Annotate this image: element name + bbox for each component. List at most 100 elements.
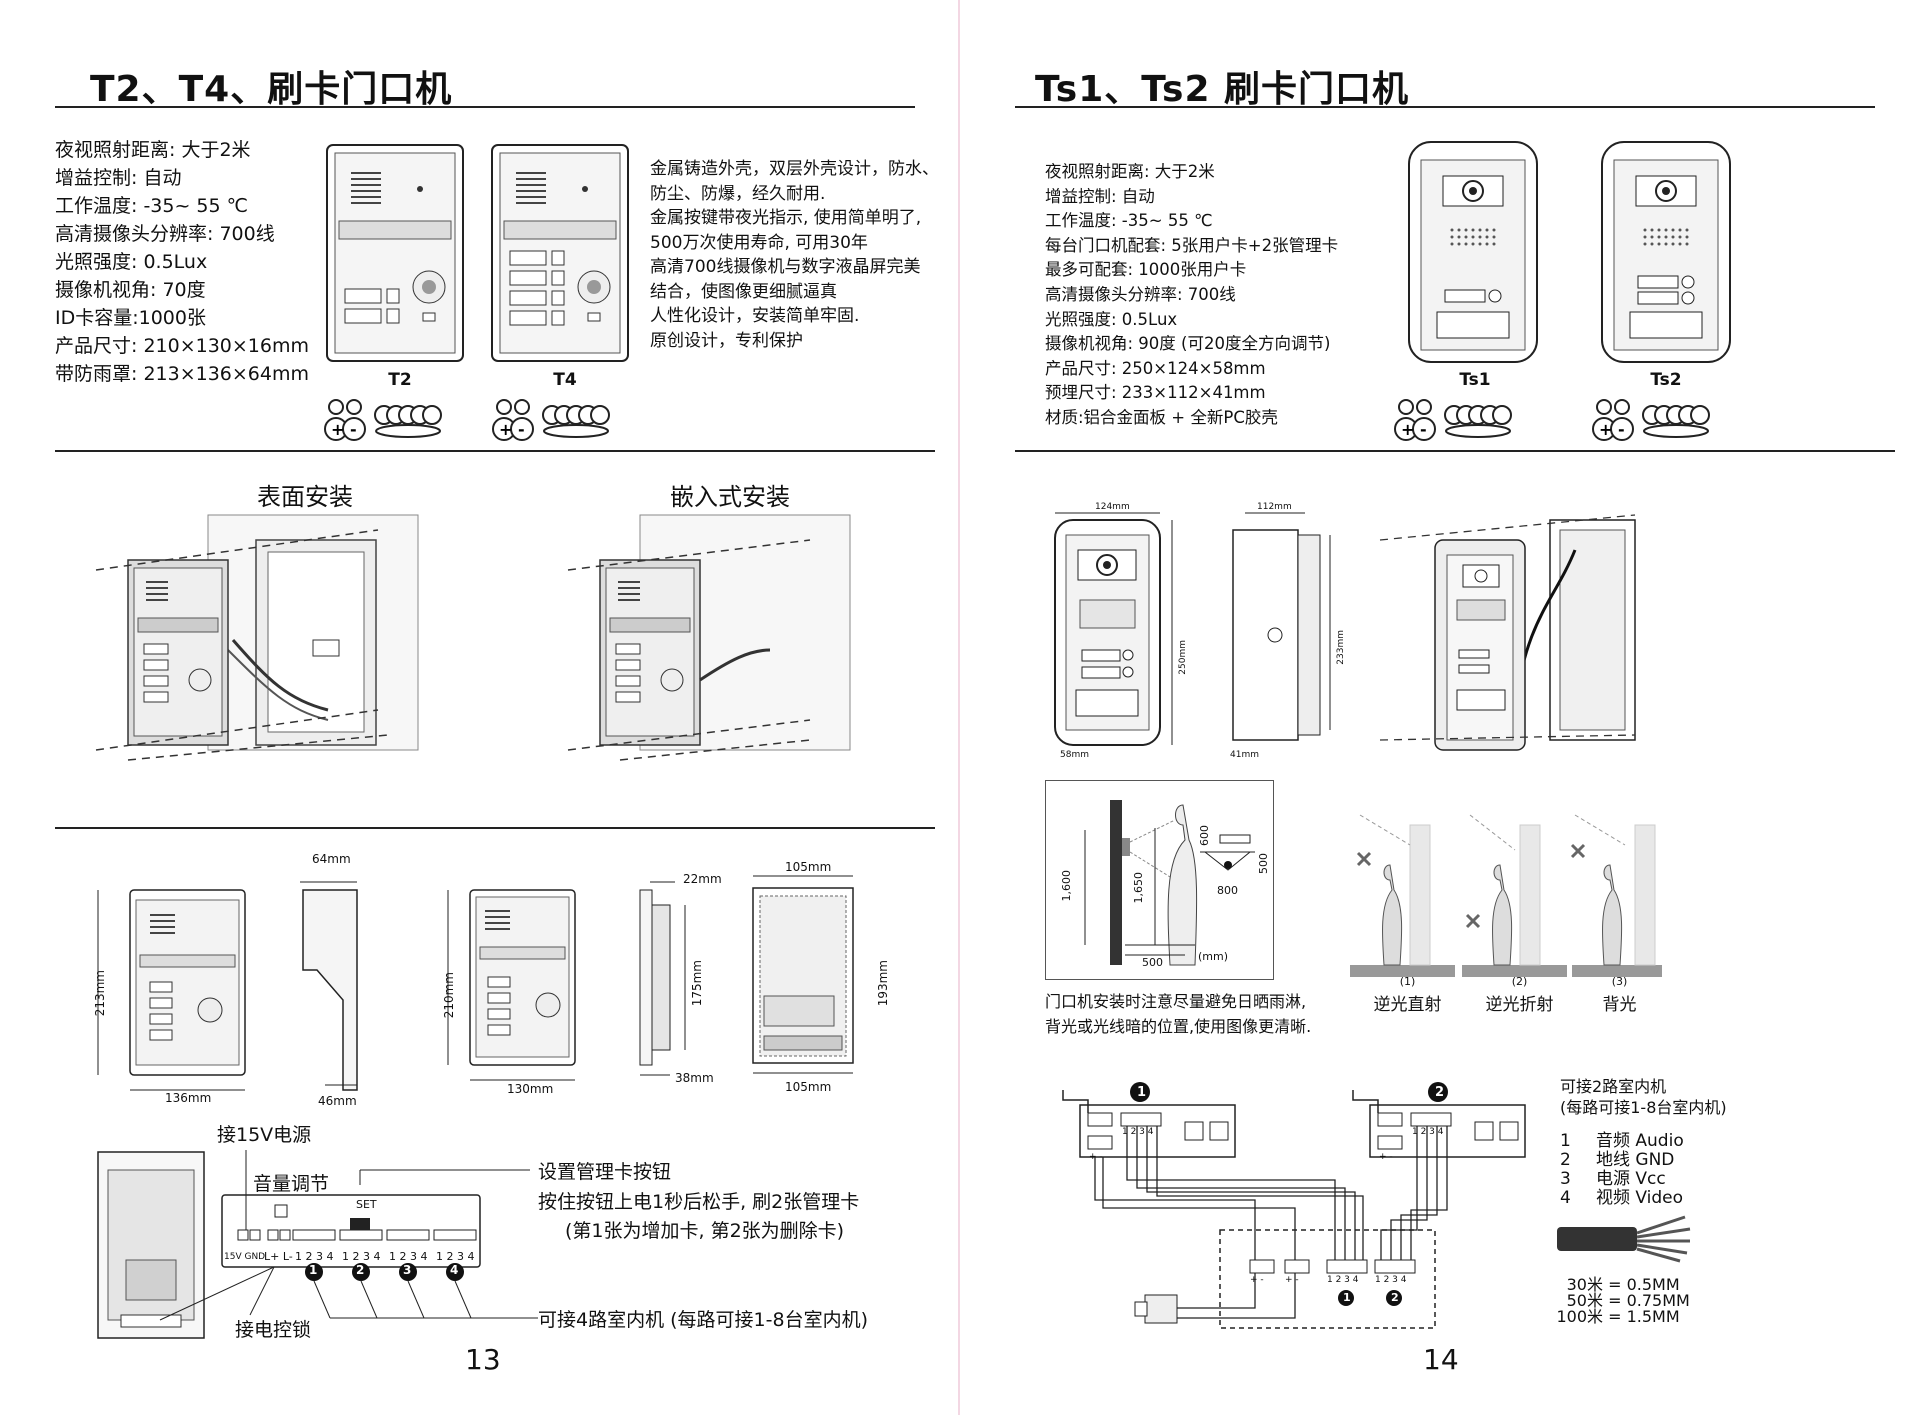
lighting-number: (3) [1611,975,1628,988]
indoor-terminal-pins-2: 1 2 3 4 [1375,1275,1407,1285]
wiring-terminal-diagram [159,1150,538,1321]
unit1-terminal-pm: + - [1089,1152,1103,1162]
ts-wiring-diagram [1062,1082,1526,1329]
card-icons-ts2: +- [1592,399,1710,441]
dim-height-175: 175mm [690,960,704,1007]
dim-width-130: 130mm [507,1082,554,1096]
pin-en: Audio [1635,1131,1684,1151]
t4-front-dimension-drawing [97,889,246,1091]
feature-item: 结合，使图像更细腻逼真 [650,281,837,302]
dim-height-250: 250mm [1178,640,1188,675]
height-1600: 1,600 [1060,870,1073,902]
unit-mm: (mm) [1198,950,1229,963]
ts-front-dimension-drawing [1054,512,1173,746]
spec-item: 产品尺寸: 210×130×16mm [55,335,310,357]
indoor-channel-number: 2 [1391,1291,1399,1304]
set-instruction-line2: (第1张为增加卡, 第2张为删除卡) [565,1220,845,1242]
svg-text:-: - [350,420,357,439]
indoor-terminal-pins-1: 1 2 3 4 [1327,1275,1359,1285]
terminal-pins-2: 1 2 3 4 [342,1250,381,1263]
cable-size: 1.5MM [1626,1307,1680,1326]
spec-item: 工作温度: -35~ 55 ℃ [55,195,248,217]
dim-depth-46: 46mm [318,1094,357,1108]
lighting-conditions-illustration [1350,814,1662,977]
spec-item: 光照强度: 0.5Lux [55,251,208,273]
vertical-500: 500 [1257,853,1270,874]
section-rule [55,827,935,829]
cable-length: 30米 [1566,1275,1603,1294]
spec-item: 预埋尺寸: 233×112×41mm [1045,383,1266,403]
pin-number: 1 [1560,1131,1571,1151]
svg-text:-: - [518,420,525,439]
unit2-terminal-pins: 1 2 3 4 [1412,1127,1444,1137]
spec-item: 产品尺寸: 250×124×58mm [1045,358,1266,378]
terminal-lock-label: L+ L- [264,1250,293,1263]
t2-panel-illustration [326,144,464,362]
dim-depth-41: 41mm [1230,750,1259,760]
t4-panel-side-drawing [639,881,686,1076]
spec-list: 夜视照射距离: 大于2米 增益控制: 自动 工作温度: -35~ 55 ℃ 高清… [55,136,309,388]
card-icons-ts1: +- [1394,399,1512,441]
svg-text:-: - [1618,420,1625,439]
cable-length: 100米 [1556,1307,1603,1326]
terminal-pins-1: 1 2 3 4 [295,1250,334,1263]
terminal-pins-3: 1 2 3 4 [389,1250,428,1263]
lock-label: 接电控锁 [235,1319,312,1341]
pin-en: Vcc [1635,1169,1666,1189]
channel-number: 3 [403,1263,412,1277]
section-rule [1015,450,1895,452]
connect-subtitle: (每路可接1-8台室内机) [1560,1098,1727,1117]
spec-item: 材质:铝合金面板 + 全新PC胶壳 [1045,407,1278,427]
width-800: 800 [1217,884,1238,897]
model-label-t4: T4 [553,370,577,390]
vertical-600: 600 [1198,825,1211,846]
cable-spec-row: 30米 = 0.5MM [1555,1277,1690,1293]
power-label: 接15V电源 [217,1124,312,1146]
svg-text:+: + [1599,420,1612,439]
model-label-ts2: Ts2 [1650,370,1682,390]
lighting-label-backlight: 背光 [1602,995,1637,1015]
lighting-number: (1) [1399,975,1416,988]
spec-item: 摄像机视角: 70度 [55,279,206,301]
right-page: Ts1、Ts2 刷卡门口机 夜视照射距离: 大于2米 增益控制: 自动 工作温度… [960,0,1920,1415]
pin-number: 4 [1560,1188,1571,1208]
pin-cn: 地线 [1596,1150,1630,1170]
dim-width-105-bottom: 105mm [785,1080,832,1094]
panel-back-illustration [97,1151,205,1339]
left-page: T2、T4、刷卡门口机 夜视照射距离: 大于2米 增益控制: 自动 工作温度: … [55,69,939,1376]
feature-item: 金属按键带夜光指示, 使用简单明了, [650,208,922,228]
set-button-label: 设置管理卡按钮 [538,1161,672,1183]
dim-width-136: 136mm [165,1091,212,1105]
page-gutter [958,0,960,1415]
cable-icon [1557,1215,1691,1263]
unit2-terminal-pm: + - [1379,1152,1393,1162]
spec-item: 光照强度: 0.5Lux [1045,309,1178,329]
spec-item: 夜视照射距离: 大于2米 [1045,162,1215,181]
mounting-height-figure [1084,800,1255,966]
indoor-channel-number: 1 [1343,1291,1351,1304]
dim-depth-58: 58mm [1060,750,1089,760]
dim-depth-38: 38mm [675,1071,714,1085]
ts-embedded-box-drawing [1232,512,1331,741]
embedded-install-heading: 嵌入式安装 [670,483,790,511]
svg-text:+: + [499,420,512,439]
title-rule [55,106,915,108]
pin-cn: 视频 [1596,1188,1630,1208]
ts2-panel-illustration [1601,141,1731,363]
cable-spec-list: 30米 = 0.5MM 50米 = 0.75MM 100米 = 1.5MM [1555,1277,1690,1326]
connect-title: 可接2路室内机 [1560,1077,1667,1096]
ts-embedded-install-illustration [1379,514,1636,751]
dim-depth-64: 64mm [312,852,351,866]
feature-list: 金属铸造外壳，双层外壳设计，防水、 防尘、防爆，经久耐用. 金属按键带夜光指示,… [650,157,939,353]
unit-number: 2 [1435,1085,1445,1100]
spec-item: 高清摄像头分辨率: 700线 [55,223,275,245]
pin-en: Video [1635,1188,1684,1208]
surface-install-heading: 表面安装 [257,483,353,511]
card-icons-t2: +- [324,399,442,441]
terminal-pins-4: 1 2 3 4 [436,1250,475,1263]
svg-text:+: + [1401,420,1414,439]
